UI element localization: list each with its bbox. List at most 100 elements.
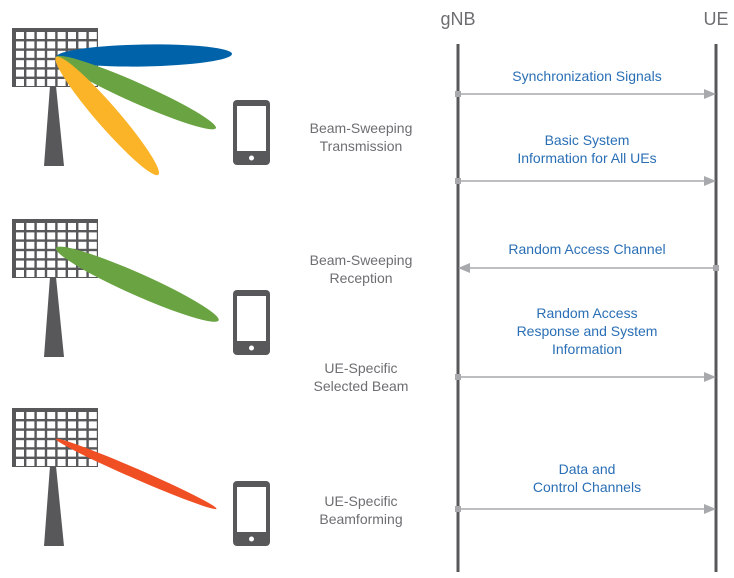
antenna-element	[78, 232, 87, 240]
antenna-element	[88, 232, 97, 240]
antenna-element	[36, 60, 45, 68]
gnb-label: gNB	[440, 9, 476, 29]
antenna-element	[36, 241, 45, 249]
antenna-element	[47, 69, 56, 77]
antenna-element	[68, 32, 76, 39]
antenna-element	[26, 223, 35, 230]
arrowhead-icon	[704, 89, 716, 99]
antenna-element	[16, 430, 24, 438]
message-label-random-access-channel: Random Access Channel	[508, 241, 666, 257]
antenna-element	[26, 69, 35, 77]
arrowhead-icon	[704, 176, 716, 186]
antenna-element	[26, 60, 35, 68]
antenna-element	[36, 41, 45, 49]
antenna-element	[16, 251, 24, 259]
antenna-element	[47, 260, 56, 268]
antenna-element	[26, 270, 35, 277]
antenna-element	[68, 430, 76, 438]
antenna-element	[16, 50, 24, 58]
antenna-element	[57, 260, 66, 268]
antenna-element	[36, 50, 45, 58]
antenna-element	[26, 79, 35, 86]
beam-green	[55, 55, 216, 130]
antenna-element	[78, 440, 87, 448]
antenna-element	[16, 32, 24, 39]
message-arrow	[455, 89, 716, 99]
arrow-origin-marker	[455, 178, 461, 184]
arrowhead-icon	[458, 263, 470, 273]
antenna-element	[57, 449, 66, 457]
antenna-element	[88, 430, 97, 438]
beam-orange	[55, 438, 217, 510]
antenna-element	[88, 421, 97, 429]
antenna-element	[36, 79, 45, 86]
antenna-element	[36, 430, 45, 438]
antenna-element	[57, 440, 66, 448]
antenna-element	[47, 232, 56, 240]
antenna-element	[88, 459, 97, 466]
antenna-element	[68, 232, 76, 240]
antenna-tower-icon	[12, 219, 98, 357]
antenna-element	[88, 412, 97, 419]
antenna-element	[57, 32, 66, 39]
antenna-element	[16, 412, 24, 419]
arrow-origin-marker	[455, 506, 461, 512]
antenna-element	[57, 79, 66, 86]
antenna-element	[16, 449, 24, 457]
antenna-element	[78, 270, 87, 277]
antenna-element	[36, 270, 45, 277]
arrow-origin-marker	[455, 374, 461, 380]
antenna-element	[26, 449, 35, 457]
antenna-element	[88, 223, 97, 230]
antenna-element	[16, 79, 24, 86]
antenna-element	[47, 241, 56, 249]
antenna-element	[16, 69, 24, 77]
antenna-element	[78, 41, 87, 49]
antenna-element	[26, 260, 35, 268]
antenna-element	[78, 223, 87, 230]
ue-label: UE	[703, 9, 729, 29]
antenna-element	[16, 260, 24, 268]
antenna-element	[47, 459, 56, 466]
smartphone-icon	[233, 481, 270, 546]
antenna-element	[26, 430, 35, 438]
antenna-element	[16, 223, 24, 230]
antenna-element	[36, 459, 45, 466]
message-label-random-access-response: Random Access Response and System Inform…	[516, 305, 658, 357]
antenna-element	[47, 251, 56, 259]
message-label-data-and-control-channels: Data and Control Channels	[532, 461, 642, 495]
antenna-element	[88, 41, 97, 49]
antenna-element	[47, 412, 56, 419]
antenna-element	[88, 241, 97, 249]
antenna-element	[26, 232, 35, 240]
antenna-element	[16, 270, 24, 277]
message-arrow	[455, 176, 716, 186]
message-label-synchronization-signals: Synchronization Signals	[512, 68, 662, 84]
antenna-element	[68, 223, 76, 230]
arrowhead-icon	[704, 504, 716, 514]
antenna-element	[47, 270, 56, 277]
antenna-element	[47, 32, 56, 39]
antenna-element	[26, 41, 35, 49]
smartphone-icon	[233, 290, 270, 355]
antenna-element	[57, 459, 66, 466]
antenna-element	[47, 421, 56, 429]
message-label-basic-system-information: Basic System Information for All UEs	[517, 132, 657, 166]
antenna-element	[68, 449, 76, 457]
antenna-element	[36, 449, 45, 457]
arrow-origin-marker	[455, 91, 461, 97]
antenna-element	[68, 260, 76, 268]
antenna-tower-icon	[12, 408, 98, 546]
antenna-element	[16, 241, 24, 249]
antenna-element	[26, 251, 35, 259]
antenna-element	[57, 223, 66, 230]
antenna-element	[68, 41, 76, 49]
antenna-element	[36, 69, 45, 77]
antenna-element	[78, 430, 87, 438]
antenna-element	[78, 421, 87, 429]
antenna-element	[26, 459, 35, 466]
antenna-element	[47, 430, 56, 438]
beam-yellow	[55, 56, 160, 176]
antenna-pole	[44, 277, 64, 357]
